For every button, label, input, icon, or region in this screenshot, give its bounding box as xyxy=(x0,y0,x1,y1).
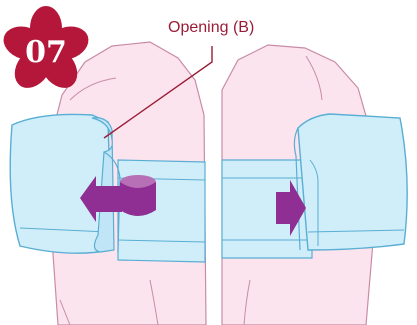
step-number: 07 xyxy=(25,35,67,70)
right-obi-fold-panel xyxy=(298,114,407,250)
left-figure xyxy=(10,42,206,325)
callout-label: Opening (B) xyxy=(168,19,254,36)
left-obi-fold-panel xyxy=(10,114,112,253)
view-divider xyxy=(208,0,220,325)
right-figure xyxy=(222,45,407,325)
